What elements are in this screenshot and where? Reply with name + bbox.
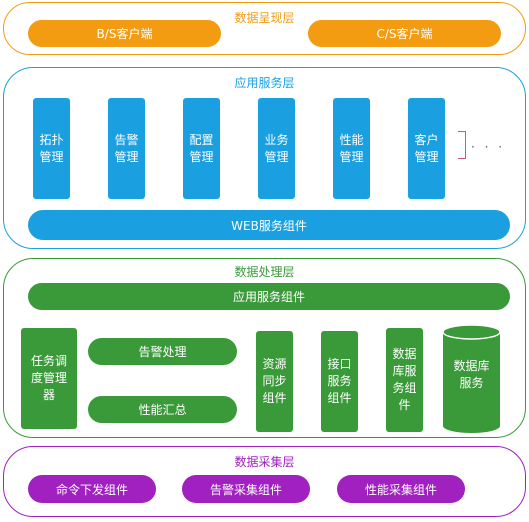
performance-management: 性能 管理 xyxy=(333,98,370,199)
collection-layer-title: 数据采集层 xyxy=(234,455,295,469)
alarm-processing: 告警处理 xyxy=(88,338,237,365)
alarm-collection-component: 告警采集组件 xyxy=(182,475,310,503)
interface-service-component: 接口 服务 组件 xyxy=(321,331,358,432)
cs-client: C/S客户端 xyxy=(308,20,501,47)
web-service-component: WEB服务组件 xyxy=(28,210,510,240)
performance-summary: 性能汇总 xyxy=(88,396,237,423)
bs-client: B/S客户端 xyxy=(28,20,221,47)
resource-sync-component: 资源 同步 组件 xyxy=(256,331,293,432)
presentation-layer-title: 数据呈现层 xyxy=(234,11,295,25)
business-management: 业务 管理 xyxy=(258,98,295,199)
more-ellipsis: · · · xyxy=(471,140,506,154)
db-service-component: 数据 库服 务组 件 xyxy=(386,328,423,432)
db-service: 数据库 服务 xyxy=(453,359,490,390)
application-layer-title: 应用服务层 xyxy=(234,76,295,90)
topology-management: 拓扑 管理 xyxy=(33,98,70,199)
more-bracket xyxy=(458,131,466,159)
performance-collection-component: 性能采集组件 xyxy=(337,475,465,503)
command-dispatch-component: 命令下发组件 xyxy=(28,475,156,503)
task-scheduler: 任务调 度管理 器 xyxy=(21,328,77,429)
alarm-management: 告警 管理 xyxy=(108,98,145,199)
database-icon xyxy=(443,324,501,433)
processing-layer-title: 数据处理层 xyxy=(234,265,295,279)
config-management: 配置 管理 xyxy=(183,98,220,199)
customer-management: 客户 管理 xyxy=(408,98,445,199)
app-service-component: 应用服务组件 xyxy=(28,283,510,310)
